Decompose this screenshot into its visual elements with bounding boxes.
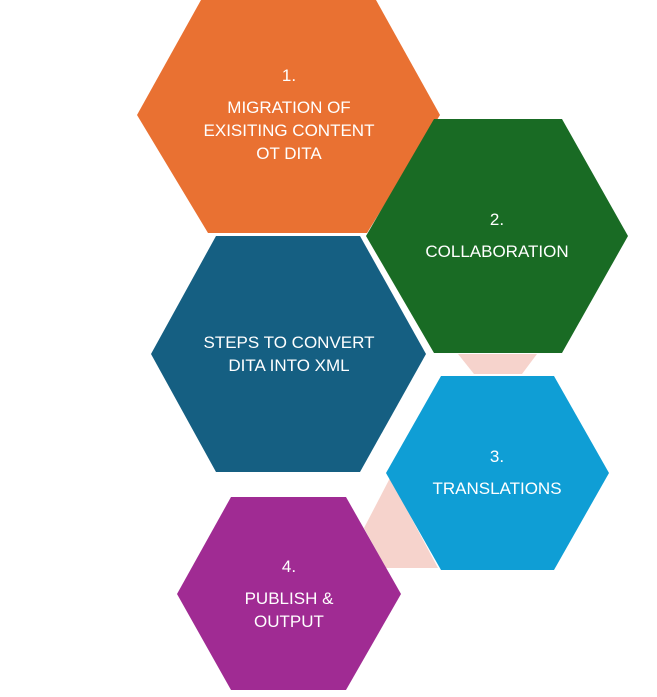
step-3-text: TRANSLATIONS: [432, 479, 562, 498]
hexagon-step-1: [137, 0, 440, 233]
step-1-number: 1.: [281, 66, 297, 85]
center-label: STEPS TO CONVERT DITA INTO XML: [178, 331, 400, 377]
step-4-label: 4. PUBLISH & OUTPUT: [189, 555, 389, 633]
step-3-label: 3. TRANSLATIONS: [397, 445, 597, 500]
hexagon-step-4: [177, 497, 401, 690]
step-2-text: COLLABORATION: [425, 242, 569, 261]
hexagon-step-2: [366, 119, 628, 353]
center-text: STEPS TO CONVERT DITA INTO XML: [203, 333, 375, 375]
hexagon-step-3: [386, 376, 609, 570]
step-3-number: 3.: [489, 447, 505, 466]
step-1-label: 1. MIGRATION OF EXISITING CONTENT OT DIT…: [178, 64, 400, 165]
step-1-text: MIGRATION OF EXISITING CONTENT OT DITA: [203, 98, 375, 163]
step-2-number: 2.: [489, 210, 505, 229]
connector-green-to-blue: [458, 354, 537, 374]
step-4-text: PUBLISH & OUTPUT: [244, 589, 334, 631]
connector-blue-to-purple: [364, 478, 438, 568]
step-4-number: 4.: [281, 557, 297, 576]
step-2-label: 2. COLLABORATION: [397, 208, 597, 263]
hexagon-center: [151, 236, 426, 472]
